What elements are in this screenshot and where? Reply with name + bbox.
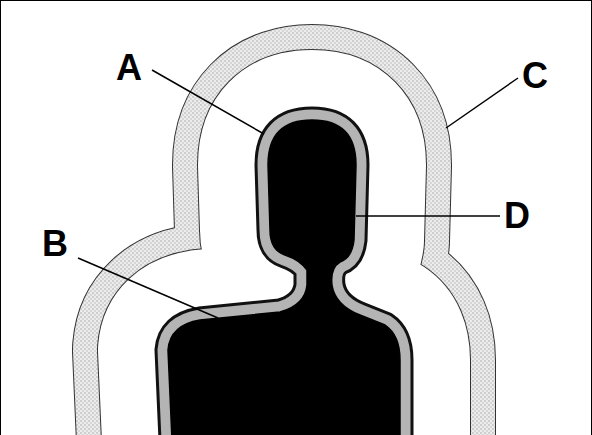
part-label: D [504,198,530,234]
leader-lines [78,70,518,318]
part-label: A [116,50,142,86]
part-label: C [522,58,548,94]
part-label: B [42,226,68,262]
